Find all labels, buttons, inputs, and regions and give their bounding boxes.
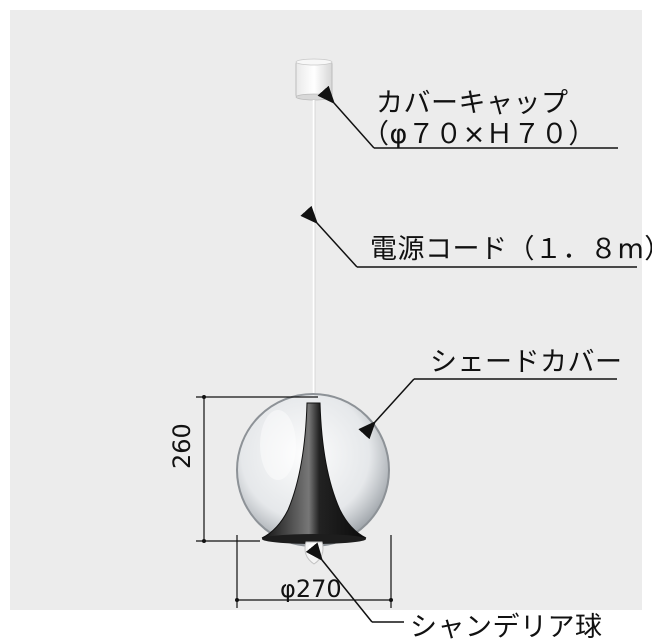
shade-cover-label: シェードカバー	[430, 347, 623, 378]
chandelier-bulb-leader	[305, 542, 404, 623]
diameter-dimension-lines	[235, 535, 393, 608]
cover-cap	[295, 58, 333, 101]
chandelier-bulb	[304, 541, 324, 565]
cover-cap-label: カバーキャップ	[376, 88, 569, 119]
height-dimension-lines	[196, 395, 318, 543]
chandelier-bulb-label: シャンデリア球	[410, 612, 603, 643]
diameter-dimension-label: φ270	[280, 575, 342, 603]
power-cord-label: 電源コード（１．８m）	[370, 234, 652, 265]
metal-horn	[261, 402, 367, 539]
cover-cap-leader	[317, 85, 618, 149]
height-dimension-label: 260	[168, 423, 196, 469]
cover-cap-size-label: （φ７０×Ｈ７０）	[362, 119, 596, 150]
power-cord-leader	[300, 205, 637, 268]
shade-cover-leader	[358, 378, 617, 440]
